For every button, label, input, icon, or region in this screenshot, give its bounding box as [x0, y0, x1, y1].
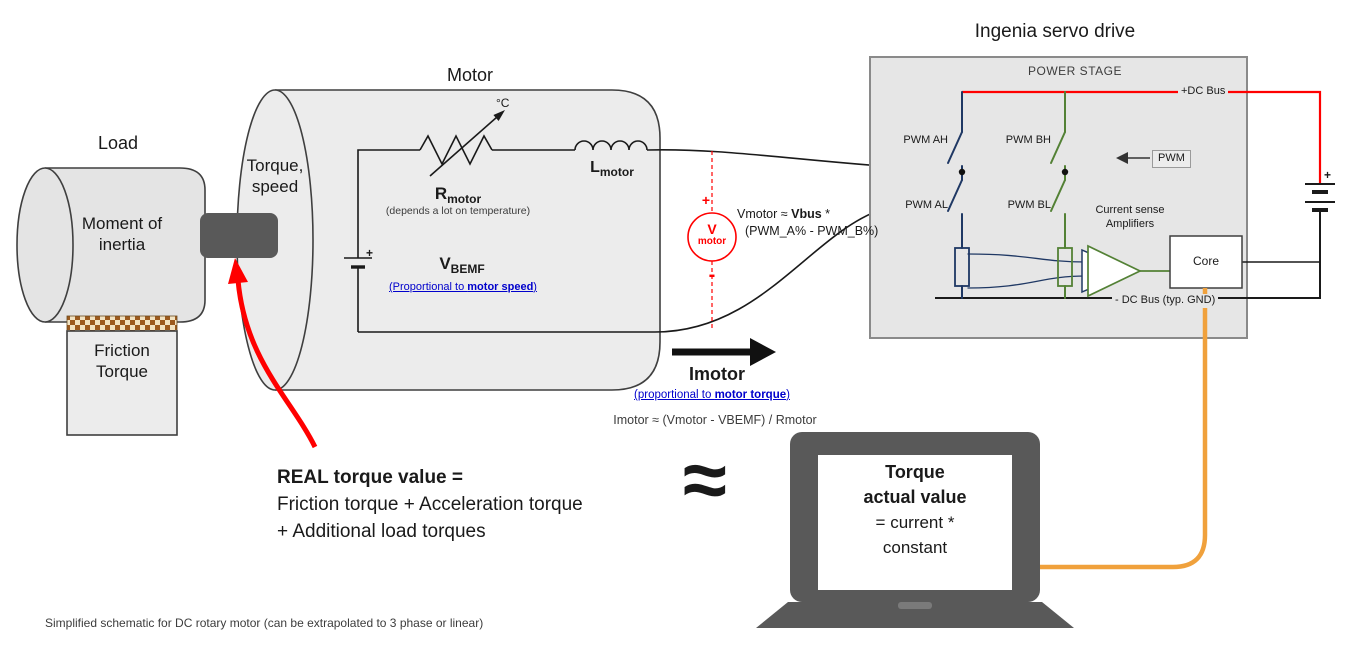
- core-box: [1169, 235, 1243, 289]
- pwm-bl-label: PWM BL: [1007, 199, 1051, 211]
- lmotor-label: Lmotor: [590, 159, 634, 179]
- phase-b-node-dot: [1061, 168, 1069, 176]
- wire-left: [357, 149, 420, 258]
- load-title: Load: [97, 133, 139, 153]
- power-stage-label: POWER STAGE: [1028, 64, 1122, 78]
- motor-title: Motor: [446, 65, 493, 85]
- negative-dc-bus-label: - DC Bus (typ. GND): [1112, 294, 1219, 308]
- drive-title: Ingenia servo drive: [974, 21, 1136, 42]
- temperature-arrowhead: [493, 110, 505, 121]
- orange-cable: [1040, 288, 1208, 570]
- pwm-bh-label: PWM BH: [1005, 134, 1051, 146]
- footer-caption: Simplified schematic for DC rotary motor…: [45, 616, 484, 630]
- friction-block-shape: [66, 315, 178, 436]
- resistor-symbol: [419, 134, 493, 166]
- positive-dc-bus-label: +DC Bus: [1178, 85, 1229, 99]
- imotor-arrow: [672, 338, 776, 366]
- laptop-screen-text: Torque actual value = current * constant: [863, 462, 967, 557]
- vmeter-minus: -: [708, 264, 716, 286]
- rmotor-note: (depends a lot on temperature): [385, 205, 531, 217]
- phase-a-node-dot: [958, 168, 966, 176]
- laptop-shape: [756, 432, 1074, 628]
- real-torque-text: REAL torque value = Friction torque + Ac…: [277, 467, 583, 542]
- torque-speed-label: Torque,speed: [246, 156, 304, 197]
- phase-b-bridge: [1050, 91, 1073, 299]
- vbemf-label: VBEMF: [439, 254, 485, 276]
- vmeter-plus: +: [701, 192, 711, 208]
- shaft-shape: [200, 213, 278, 258]
- imotor-formula: Imotor ≈ (Vmotor - VBEMF) / Rmotor: [613, 413, 817, 427]
- motor-battery-plus: +: [366, 246, 374, 260]
- voltmeter-symbol: [687, 151, 737, 331]
- pwm-arrow: [1116, 152, 1150, 164]
- approx-symbol: ≈: [683, 435, 727, 524]
- rmotor-label: Rmotor: [434, 184, 482, 206]
- pwm-ah-label: PWM AH: [903, 134, 948, 146]
- vbemf-note-link[interactable]: (Proportional to motor speed): [389, 281, 537, 293]
- inductor-symbol: [574, 140, 648, 151]
- motor-body-shape: [236, 89, 661, 391]
- current-sense-amplifier: [1081, 244, 1170, 298]
- imotor-label: Imotor: [689, 364, 745, 384]
- red-torque-arrow: [228, 258, 318, 449]
- temperature-arrow-line: [429, 116, 498, 177]
- pwm-label: PWM: [1152, 150, 1191, 168]
- core-label: Core: [1192, 254, 1219, 268]
- temperature-label: °C: [496, 96, 510, 110]
- positive-dc-bus-line: [962, 90, 1322, 184]
- vmotor-formula: Vmotor ≈ Vbus * (PWM_A% - PWM_B%): [737, 207, 879, 238]
- negative-dc-bus-line: [935, 210, 1321, 299]
- drive-battery-plus: +: [1324, 168, 1332, 182]
- pwm-al-label: PWM AL: [905, 199, 948, 211]
- dc-bus-wiring: [935, 90, 1335, 299]
- power-stage-box: [869, 56, 1248, 339]
- imotor-note-link[interactable]: (proportional to motor torque): [634, 389, 790, 401]
